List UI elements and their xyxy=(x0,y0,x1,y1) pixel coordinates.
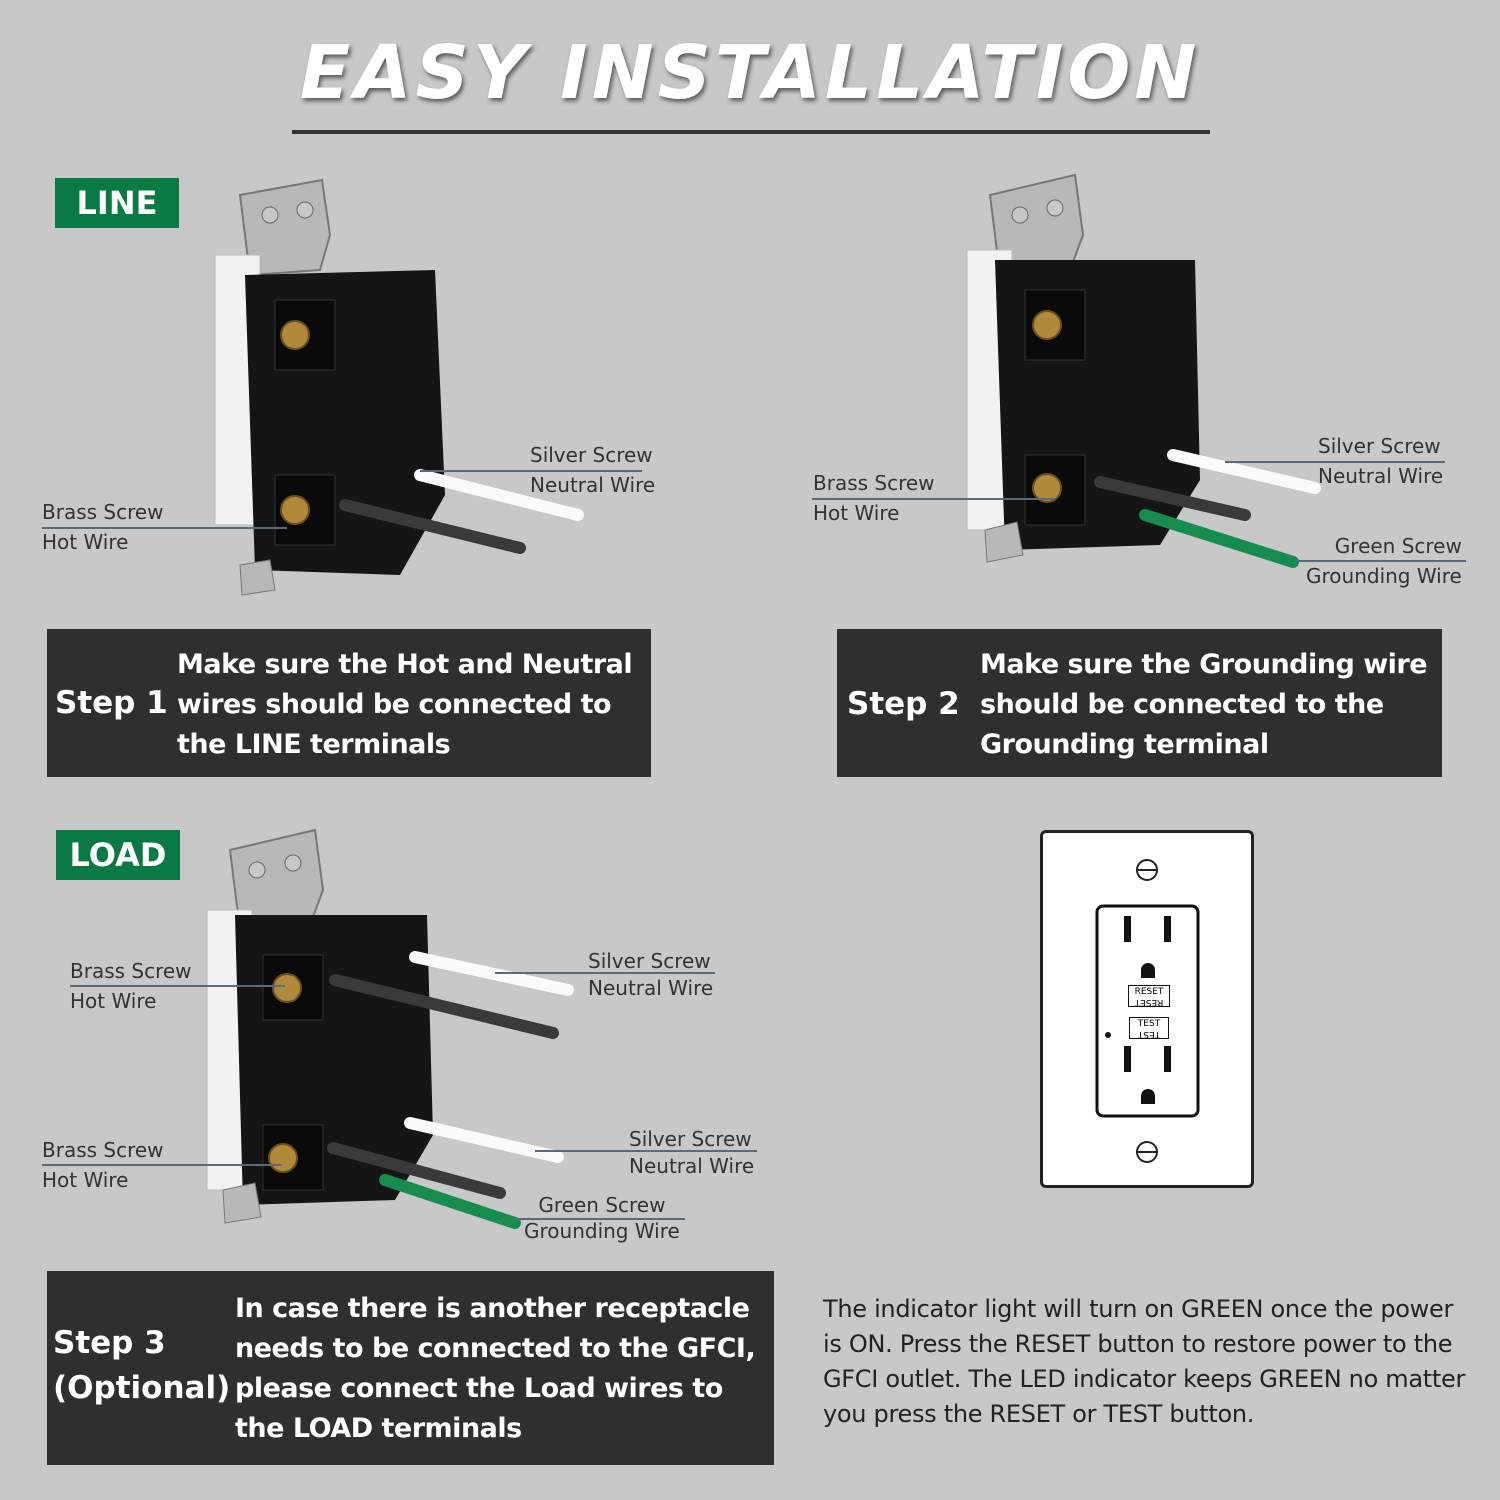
line-tag: LINE xyxy=(55,178,179,228)
hot-wire-label: Hot Wire xyxy=(42,1168,129,1192)
step3-line1: In case there is another receptacle xyxy=(235,1293,750,1324)
step1-box: Step 1 Make sure the Hot and Neutral wir… xyxy=(47,629,651,777)
step3-line3: please connect the Load wires to xyxy=(235,1373,723,1404)
panel3-bottom-silver-callout: Silver Screw Neutral Wire xyxy=(629,1124,754,1178)
step3-box: Step 3 (Optional) In case there is anoth… xyxy=(47,1271,774,1465)
note-line3: GFCI outlet. The LED indicator keeps GRE… xyxy=(823,1365,1466,1393)
green-screw-label: Green Screw xyxy=(538,1193,666,1217)
receptacle-face xyxy=(1095,904,1200,1118)
step2-label: Step 2 xyxy=(847,686,960,722)
test-label: TEST xyxy=(1137,1019,1161,1029)
step1-line2: wires should be connected to xyxy=(177,689,612,720)
reset-label-inverted: RESET xyxy=(1134,997,1164,1007)
panel1-silver-callout: Silver Screw Neutral Wire xyxy=(530,440,655,500)
silver-screw-label: Silver Screw xyxy=(588,949,711,973)
green-screw-label: Green Screw xyxy=(1334,534,1462,558)
outlet-drawing xyxy=(1095,859,1200,1163)
gfci-device-load-image xyxy=(206,828,574,1229)
test-button[interactable]: TEST TEST xyxy=(1129,1017,1169,1039)
gfci-wall-plate: RESET RESET TEST TEST xyxy=(1040,830,1254,1188)
panel2-green-callout: Green Screw Grounding Wire xyxy=(1306,531,1462,591)
test-label-inverted: TEST xyxy=(1137,1029,1161,1039)
page-title: EASY INSTALLATION xyxy=(299,30,1201,116)
gfci-device-line-image xyxy=(214,178,584,596)
neutral-wire-label: Neutral Wire xyxy=(588,976,714,1000)
hot-wire-label: Hot Wire xyxy=(42,530,129,554)
neutral-wire-label: Neutral Wire xyxy=(530,473,656,497)
panel2-brass-callout: Brass Screw Hot Wire xyxy=(813,468,935,528)
grounding-wire-label: Grounding Wire xyxy=(1306,564,1462,588)
silver-screw-label: Silver Screw xyxy=(1318,434,1441,458)
step3-line4: the LOAD terminals xyxy=(235,1413,522,1444)
hot-wire-label: Hot Wire xyxy=(813,501,900,525)
indicator-led-icon xyxy=(1105,1032,1111,1038)
neutral-wire-label: Neutral Wire xyxy=(629,1154,755,1178)
neutral-wire-label: Neutral Wire xyxy=(1318,464,1444,488)
top-screw-icon xyxy=(1136,859,1158,881)
panel3-green-callout: Green Screw Grounding Wire xyxy=(524,1192,680,1244)
indicator-note: The indicator light will turn on GREEN o… xyxy=(823,1292,1483,1432)
step2-box: Step 2 Make sure the Grounding wire shou… xyxy=(837,629,1442,777)
brass-screw-label: Brass Screw xyxy=(813,471,935,495)
bottom-screw-icon xyxy=(1136,1141,1158,1163)
panel3-top-silver-callout: Silver Screw Neutral Wire xyxy=(588,946,713,1000)
brass-screw-label: Brass Screw xyxy=(70,959,192,983)
brass-screw-label: Brass Screw xyxy=(42,500,164,524)
step1-line1: Make sure the Hot and Neutral xyxy=(177,649,633,680)
step2-line2: should be connected to the xyxy=(980,689,1384,720)
silver-screw-label: Silver Screw xyxy=(530,443,653,467)
panel1-brass-callout: Brass Screw Hot Wire xyxy=(42,497,164,557)
step2-line3: Grounding terminal xyxy=(980,729,1269,760)
panel3-top-brass-callout: Brass Screw Hot Wire xyxy=(70,956,192,1016)
panel3-bottom-brass-callout: Brass Screw Hot Wire xyxy=(42,1135,164,1195)
note-line2: is ON. Press the RESET button to restore… xyxy=(823,1330,1453,1358)
hot-wire-label: Hot Wire xyxy=(70,989,157,1013)
title-divider xyxy=(292,130,1210,134)
note-line4: you press the RESET or TEST button. xyxy=(823,1400,1255,1428)
step2-line1: Make sure the Grounding wire xyxy=(980,649,1428,680)
note-line1: The indicator light will turn on GREEN o… xyxy=(823,1295,1454,1323)
brass-screw-label: Brass Screw xyxy=(42,1138,164,1162)
load-tag: LOAD xyxy=(56,830,180,880)
step3-line2: needs to be connected to the GFCI, xyxy=(235,1333,756,1364)
step3-sublabel: (Optional) xyxy=(53,1370,231,1406)
step1-label: Step 1 xyxy=(55,685,168,721)
step3-label: Step 3 xyxy=(53,1325,166,1361)
step1-line3: the LINE terminals xyxy=(177,729,451,760)
panel2-silver-callout: Silver Screw Neutral Wire xyxy=(1318,431,1443,491)
reset-label: RESET xyxy=(1134,987,1164,997)
gfci-device-ground-image xyxy=(966,173,1321,568)
grounding-wire-label: Grounding Wire xyxy=(524,1219,680,1243)
silver-screw-label: Silver Screw xyxy=(629,1127,752,1151)
reset-button[interactable]: RESET RESET xyxy=(1128,985,1170,1007)
